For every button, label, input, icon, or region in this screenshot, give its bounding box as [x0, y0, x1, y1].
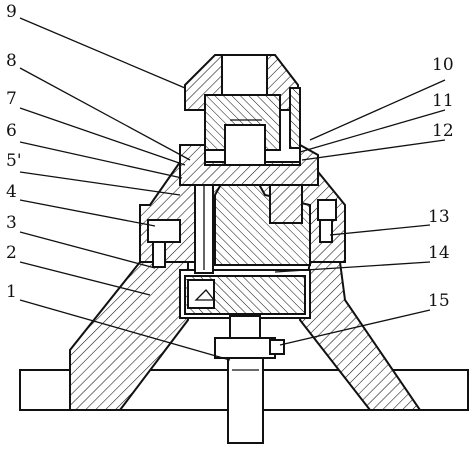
label-4: 4	[6, 182, 17, 202]
label-6: 6	[6, 121, 17, 141]
lower-connector	[229, 315, 261, 339]
piston-window	[187, 279, 215, 309]
label-15: 15	[428, 291, 450, 311]
right-bolt	[317, 199, 337, 221]
label-13: 13	[428, 207, 450, 227]
lower-nut	[214, 337, 276, 359]
label-5: 5'	[6, 151, 22, 171]
label-3: 3	[6, 213, 17, 233]
left-bolt-head	[152, 241, 166, 268]
right-bolt-head	[319, 219, 333, 243]
leader-lines	[19, 17, 446, 361]
label-2: 2	[6, 243, 17, 263]
cap-inner	[224, 124, 266, 166]
spring	[289, 87, 301, 149]
left-bolt	[147, 219, 181, 243]
label-11: 11	[432, 91, 454, 111]
label-7: 7	[6, 89, 17, 109]
label-12: 12	[432, 121, 454, 141]
label-8: 8	[6, 51, 17, 71]
piston-marker	[194, 289, 216, 301]
top-cap-bore	[221, 54, 268, 96]
screw-15	[269, 339, 285, 355]
label-9: 9	[6, 2, 17, 22]
label-1: 1	[6, 282, 17, 302]
label-14: 14	[428, 243, 450, 263]
lower-shaft	[227, 357, 264, 444]
label-10: 10	[432, 55, 454, 75]
